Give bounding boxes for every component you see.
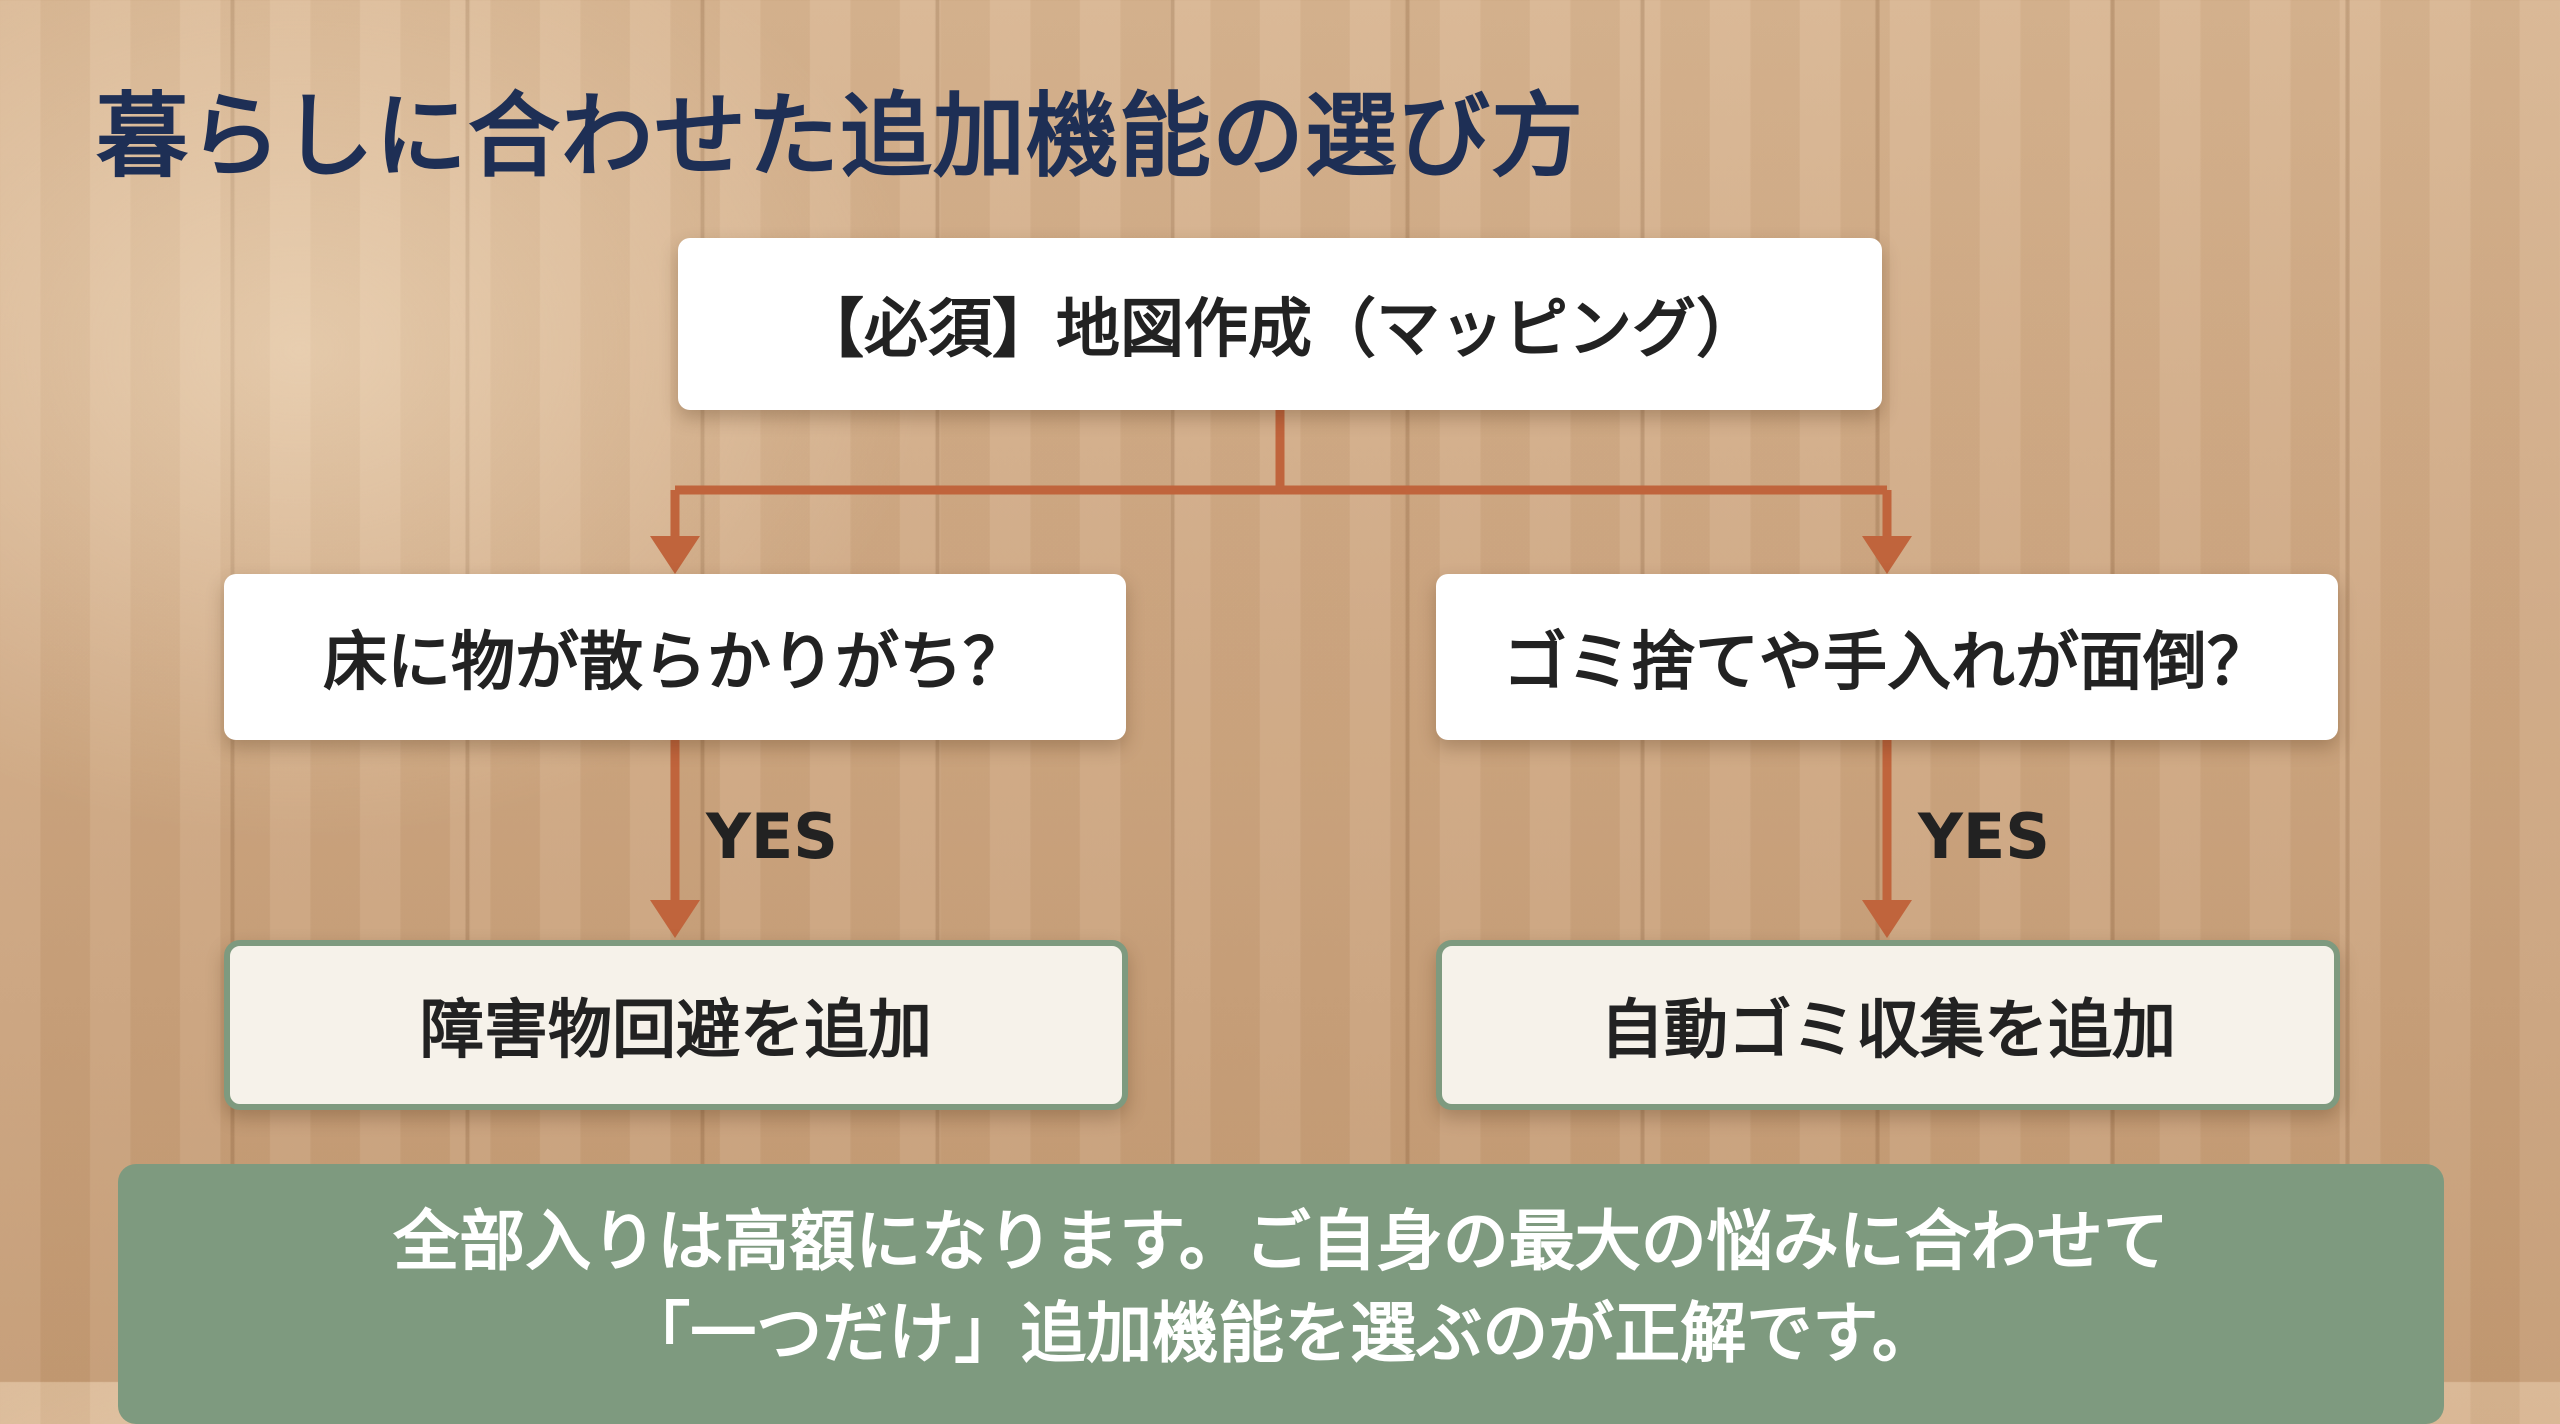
arrowhead-right-question bbox=[1862, 536, 1912, 574]
yes-label-left: YES bbox=[706, 800, 838, 873]
page-title: 暮らしに合わせた追加機能の選び方 bbox=[96, 83, 1585, 190]
advice-line-2: 「一つだけ」追加機能を選ぶのが正解です。 bbox=[624, 1295, 1938, 1372]
root-node-mapping: 【必須】地図作成（マッピング） bbox=[678, 238, 1882, 410]
flow-connectors bbox=[650, 410, 1912, 938]
yes-label-right: YES bbox=[1918, 800, 2050, 873]
advice-banner: 全部入りは高額になります。ご自身の最大の悩みに合わせて 「一つだけ」追加機能を選… bbox=[118, 1164, 2444, 1424]
arrowhead-left-result bbox=[650, 900, 700, 938]
result-node-obstacle-avoidance: 障害物回避を追加 bbox=[224, 940, 1128, 1110]
advice-line-1: 全部入りは高額になります。ご自身の最大の悩みに合わせて bbox=[393, 1203, 2169, 1280]
arrowhead-left-question bbox=[650, 536, 700, 574]
arrowhead-right-result bbox=[1862, 900, 1912, 938]
question-node-clutter: 床に物が散らかりがち？ bbox=[224, 574, 1126, 740]
result-node-auto-dust-collection: 自動ゴミ収集を追加 bbox=[1436, 940, 2340, 1110]
question-node-maintenance: ゴミ捨てや手入れが面倒？ bbox=[1436, 574, 2338, 740]
